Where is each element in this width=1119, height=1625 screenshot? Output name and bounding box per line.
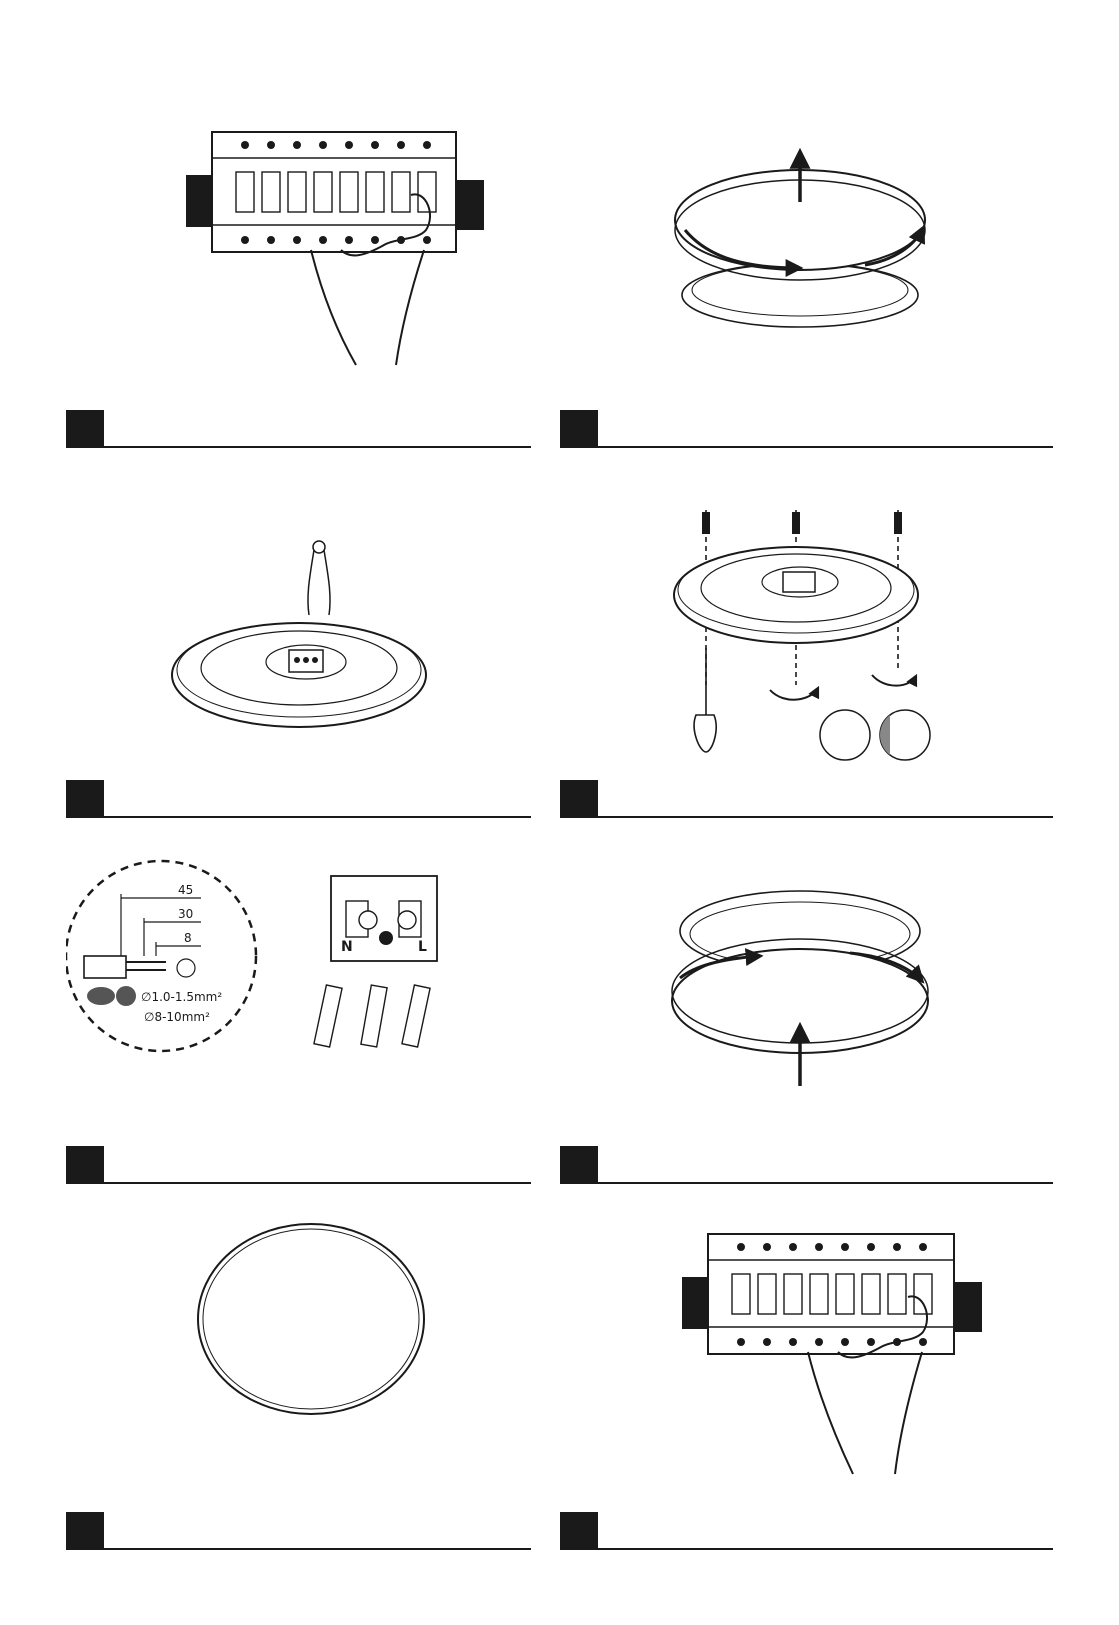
circuit-breaker-on-icon: [560, 1222, 1053, 1492]
step-7-panel: [66, 1222, 531, 1562]
step-bar: [66, 410, 531, 448]
circuit-breaker-off-icon: [66, 120, 531, 380]
step-2-panel: [560, 120, 1053, 460]
drill-and-screw-base-icon: [560, 490, 1053, 780]
divider: [598, 816, 1053, 818]
strip-length-45: 45: [178, 883, 193, 897]
divider: [104, 1182, 531, 1184]
divider: [598, 446, 1053, 448]
step-number-badge: [560, 410, 598, 448]
step-5-panel: 45 30 8 ∅1.0-1.5mm² ∅8-10mm² N L: [66, 856, 531, 1196]
step-number-badge: [560, 1146, 598, 1184]
divider: [598, 1548, 1053, 1550]
step-bar: [66, 1512, 531, 1550]
step-bar: [66, 780, 531, 818]
finished-lamp-icon: [66, 1222, 531, 1482]
divider: [104, 446, 531, 448]
strip-length-30: 30: [178, 907, 193, 921]
base-with-cable-icon: [66, 490, 531, 750]
step-6-panel: [560, 856, 1053, 1196]
strip-length-8: 8: [184, 931, 192, 945]
step-4-panel: [560, 490, 1053, 830]
terminal-live-label: L: [418, 939, 427, 955]
step-number-badge: [66, 1146, 104, 1184]
divider: [598, 1182, 1053, 1184]
step-bar: [560, 1512, 1053, 1550]
attach-cover-icon: [560, 856, 1053, 1116]
cable-diameter-label: ∅8-10mm²: [144, 1010, 210, 1024]
wire-section-label: ∅1.0-1.5mm²: [141, 990, 222, 1004]
divider: [104, 1548, 531, 1550]
terminal-neutral-label: N: [341, 939, 353, 955]
wiring-diagram-icon: 45 30 8 ∅1.0-1.5mm² ∅8-10mm² N L: [66, 856, 531, 1116]
step-bar: [560, 410, 1053, 448]
step-bar: [560, 780, 1053, 818]
remove-cover-icon: [560, 120, 1053, 380]
step-number-badge: [66, 410, 104, 448]
step-number-badge: [66, 1512, 104, 1550]
step-1-panel: [66, 120, 531, 460]
step-bar: [560, 1146, 1053, 1184]
step-number-badge: [66, 780, 104, 818]
step-bar: [66, 1146, 531, 1184]
step-3-panel: [66, 490, 531, 830]
step-number-badge: [560, 780, 598, 818]
divider: [104, 816, 531, 818]
step-number-badge: [560, 1512, 598, 1550]
step-8-panel: [560, 1222, 1053, 1562]
